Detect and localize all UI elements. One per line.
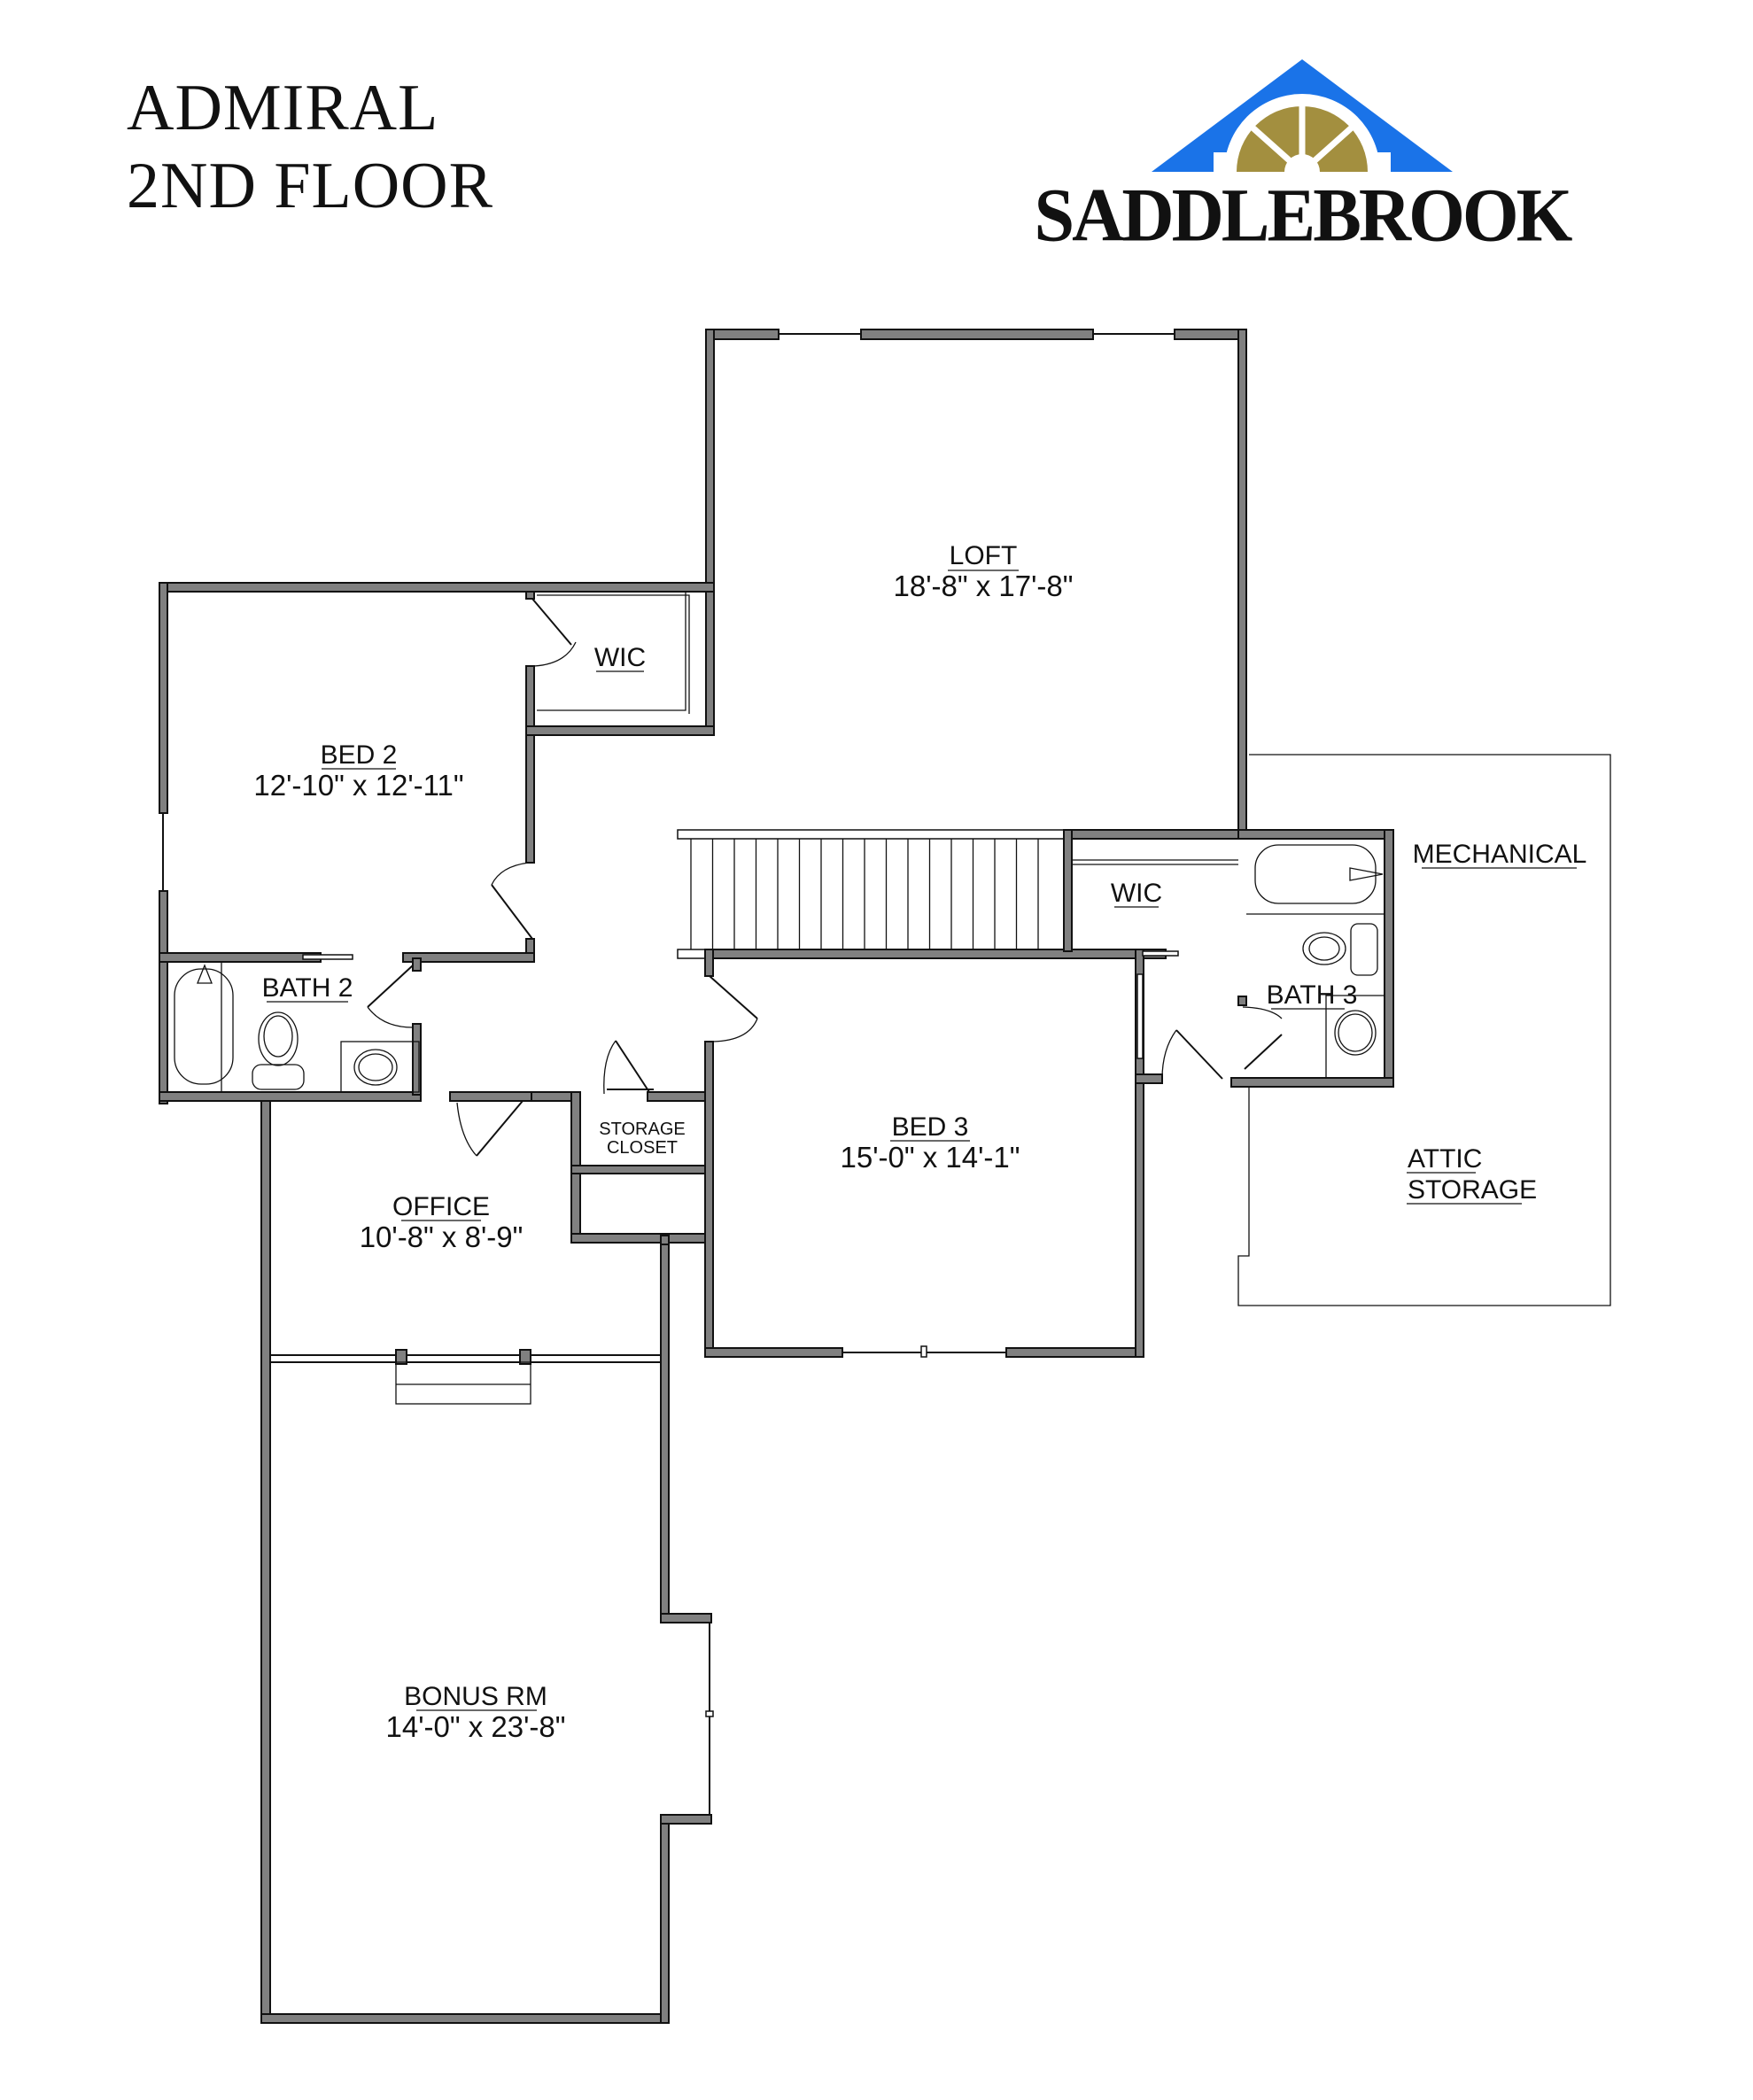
staircase xyxy=(677,829,1167,959)
bonus-name: BONUS RM xyxy=(404,1682,547,1711)
house-roof-icon xyxy=(1152,59,1453,174)
office-dimensions: 10'-8" x 8'-9" xyxy=(360,1220,524,1253)
bath2-name: BATH 2 xyxy=(262,973,353,1003)
bed2-dimensions: 12'-10" x 12'-11" xyxy=(253,769,463,802)
loft-dimensions: 18'-8" x 17'-8" xyxy=(894,570,1074,602)
wic-bed2-name: WIC xyxy=(594,643,646,672)
attic-name-line2: STORAGE xyxy=(1408,1175,1537,1205)
office-door xyxy=(456,1091,572,1157)
storage-closet-line1: STORAGE xyxy=(599,1120,685,1139)
office-name: OFFICE xyxy=(392,1192,490,1221)
bed2-door xyxy=(491,862,533,940)
storage-closet xyxy=(570,1040,710,1245)
bed2-walls xyxy=(159,582,715,1104)
loft-name: LOFT xyxy=(950,541,1018,570)
attic-outline xyxy=(1237,754,1611,1306)
bed3-dimensions: 15'-0" x 14'-1" xyxy=(841,1141,1020,1174)
wic-bath3-name: WIC xyxy=(1111,879,1162,908)
mechanical-name: MECHANICAL xyxy=(1413,840,1587,869)
attic-name-line1: ATTIC xyxy=(1408,1144,1482,1174)
logo-wordmark: SADDLEBROOK xyxy=(1034,172,1573,258)
hall-door-bath3 xyxy=(1161,1029,1223,1080)
bath3-name: BATH 3 xyxy=(1267,980,1358,1010)
plan-name: ADMIRAL xyxy=(127,72,439,144)
bath3 xyxy=(1230,829,1394,1088)
bath2 xyxy=(159,957,532,1102)
bed3-name: BED 3 xyxy=(892,1112,969,1142)
wic-door-bed2 xyxy=(531,598,577,667)
saddlebrook-logo: SADDLEBROOK xyxy=(1028,57,1577,260)
bed2-name: BED 2 xyxy=(321,740,398,770)
bed3-walls xyxy=(704,949,1179,1358)
floor-label: 2ND FLOOR xyxy=(127,150,493,222)
bonus-dimensions: 14'-0" x 23'-8" xyxy=(386,1710,566,1743)
title-block: ADMIRAL 2ND FLOOR xyxy=(127,69,493,225)
loft-walls xyxy=(705,329,1247,835)
room-labels: LOFT 18'-8" x 17'-8" WIC BED 2 12'-10" x… xyxy=(253,541,1586,1743)
storage-closet-line2: CLOSET xyxy=(607,1138,678,1158)
